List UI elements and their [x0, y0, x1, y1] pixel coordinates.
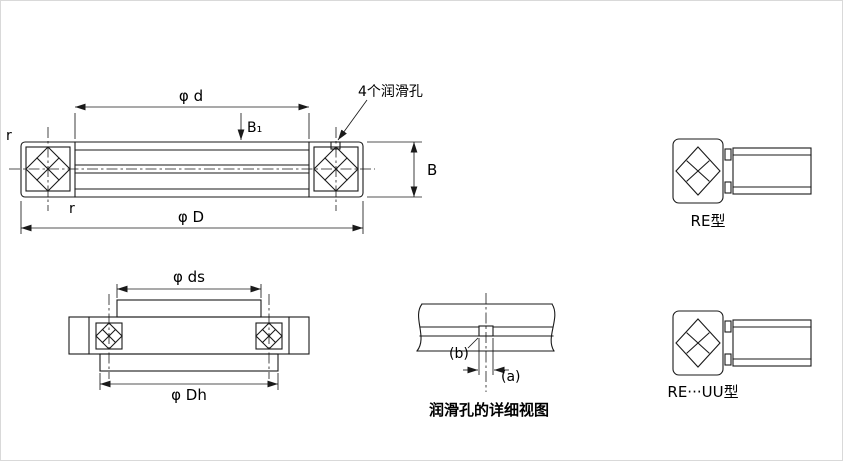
lube-hole-detail-rect — [478, 325, 494, 337]
hole-diameter-label: (a) — [501, 369, 521, 385]
b1-label: B₁ — [247, 120, 262, 136]
lube-holes-label: 4个润滑孔 — [358, 83, 423, 100]
left-roller-section — [25, 146, 71, 192]
r-outer-label: r — [6, 128, 12, 144]
bearing-outline — [20, 141, 364, 198]
hole-depth-label: (b) — [449, 346, 469, 362]
re-uu-type-label: RE···UU型 — [667, 383, 738, 401]
hole-depth-leader — [467, 337, 479, 349]
bearing-outer-profile — [20, 141, 364, 198]
spacer-top — [724, 148, 732, 161]
phi-d-dimension — [74, 103, 310, 139]
phi-ds-dimension — [116, 284, 262, 298]
roller-diamond — [95, 322, 123, 350]
b-dimension — [367, 141, 422, 198]
mounting-center-lines — [108, 294, 270, 379]
mounting-right-roller — [255, 322, 283, 350]
roller-diamond — [313, 146, 359, 192]
phi-d-label: φ d — [179, 87, 203, 105]
break-line-right — [550, 303, 556, 352]
phi-Dh-label: φ Dh — [171, 386, 207, 404]
lube-hole-detail-view: (b) (a) 润滑孔的详细视图 — [416, 293, 556, 419]
phi-D-label: φ D — [178, 208, 204, 226]
roller-diamond — [25, 146, 71, 192]
spacer-bottom — [724, 181, 732, 194]
phi-D-dimension — [20, 201, 364, 234]
b-label: B — [427, 161, 437, 179]
seal-top — [724, 320, 732, 333]
main-center-lines — [9, 127, 375, 211]
right-roller-section — [313, 141, 359, 192]
seal-bottom — [724, 353, 732, 366]
mounting-outline — [68, 299, 310, 372]
phi-ds-label: φ ds — [173, 268, 205, 286]
re-uu-type-drawing — [672, 310, 812, 376]
shaft-clamp-plate — [116, 299, 262, 318]
lube-holes-callout — [337, 99, 368, 141]
detail-caption: 润滑孔的详细视图 — [429, 401, 549, 419]
hole-diameter-dimension — [463, 338, 509, 375]
lube-hole — [330, 141, 341, 150]
detail-section — [416, 303, 556, 352]
main-section-view: φ d B₁ 4个润滑孔 r r B φ D — [6, 83, 437, 234]
phi-Dh-dimension — [99, 373, 279, 390]
re-type-drawing — [672, 138, 812, 204]
re-type-icon: RE型 — [672, 138, 812, 230]
r-inner-label: r — [69, 201, 75, 217]
mounting-left-roller — [95, 322, 123, 350]
mounting-section-view: φ ds φ Dh — [68, 268, 310, 404]
roller-diamond — [675, 318, 721, 368]
roller-diamond — [675, 146, 721, 196]
housing-recess-plate — [99, 353, 279, 372]
re-type-label: RE型 — [691, 212, 726, 230]
roller-diamond — [255, 322, 283, 350]
re-uu-type-icon: RE···UU型 — [667, 310, 812, 401]
